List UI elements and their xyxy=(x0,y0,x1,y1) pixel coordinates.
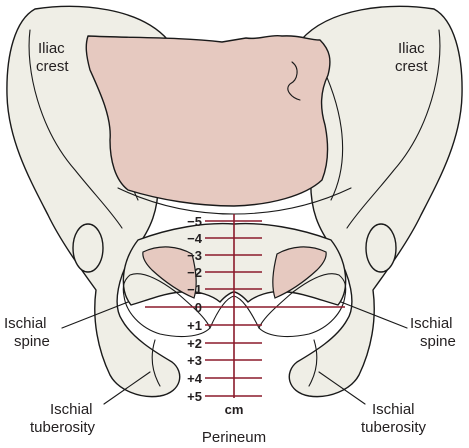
left-iliac-fossa-line xyxy=(28,29,123,229)
ischial-tuberosity-right-label-2: tuberosity xyxy=(361,419,427,436)
left-inlet-area xyxy=(142,246,197,299)
right-tuberosity-leader xyxy=(318,371,366,405)
station-numbers: −5 −4 −3 −2 −1 0 +1 +2 +3 +4 +5 cm xyxy=(187,214,243,417)
ischial-tuberosity-right-label: Ischial xyxy=(372,401,415,418)
sacrum xyxy=(85,34,331,207)
station-number-minus1: −1 xyxy=(187,282,202,297)
station-number-minus5: −5 xyxy=(187,214,202,229)
left-tuberosity-leader xyxy=(103,371,151,405)
iliac-crest-left-label-2: crest xyxy=(36,58,69,75)
station-scale xyxy=(145,214,345,398)
station-number-minus2: −2 xyxy=(187,265,202,280)
ischial-tuberosity-left-label-2: tuberosity xyxy=(30,419,96,436)
station-number-plus1: +1 xyxy=(187,318,202,333)
sacral-promontory-line xyxy=(287,61,301,101)
ischial-spine-right-label: Ischial xyxy=(410,315,453,332)
station-unit-label: cm xyxy=(225,402,244,417)
station-number-plus4: +4 xyxy=(187,371,203,386)
perineum-label: Perineum xyxy=(202,429,266,446)
ischial-spine-left-label: Ischial xyxy=(4,315,47,332)
right-iliac-fossa-line xyxy=(346,29,441,229)
left-obturator-foramen xyxy=(122,273,211,338)
iliac-crest-right-label-2: crest xyxy=(395,58,428,75)
station-number-minus3: −3 xyxy=(187,248,202,263)
left-acetabulum xyxy=(72,223,104,273)
right-obturator-foramen xyxy=(258,273,347,338)
station-number-plus5: +5 xyxy=(187,389,202,404)
pelvic-brim-line xyxy=(117,187,352,215)
ischial-tuberosity-left-label: Ischial xyxy=(50,401,93,418)
left-spine-leader xyxy=(61,301,129,329)
ischial-spine-left-label-2: spine xyxy=(14,333,50,350)
station-number-minus4: −4 xyxy=(187,231,203,246)
station-number-zero: 0 xyxy=(195,300,202,315)
station-number-plus2: +2 xyxy=(187,336,202,351)
iliac-crest-left-label: Iliac xyxy=(38,40,65,57)
right-inlet-area xyxy=(272,246,327,299)
station-number-plus3: +3 xyxy=(187,353,202,368)
left-inferior-ramus xyxy=(151,339,161,387)
right-acetabulum xyxy=(365,223,397,273)
right-inferior-ramus xyxy=(308,339,318,387)
iliac-crest-right-label: Iliac xyxy=(398,40,425,57)
ischial-spine-right-label-2: spine xyxy=(420,333,456,350)
right-spine-leader xyxy=(340,301,408,329)
